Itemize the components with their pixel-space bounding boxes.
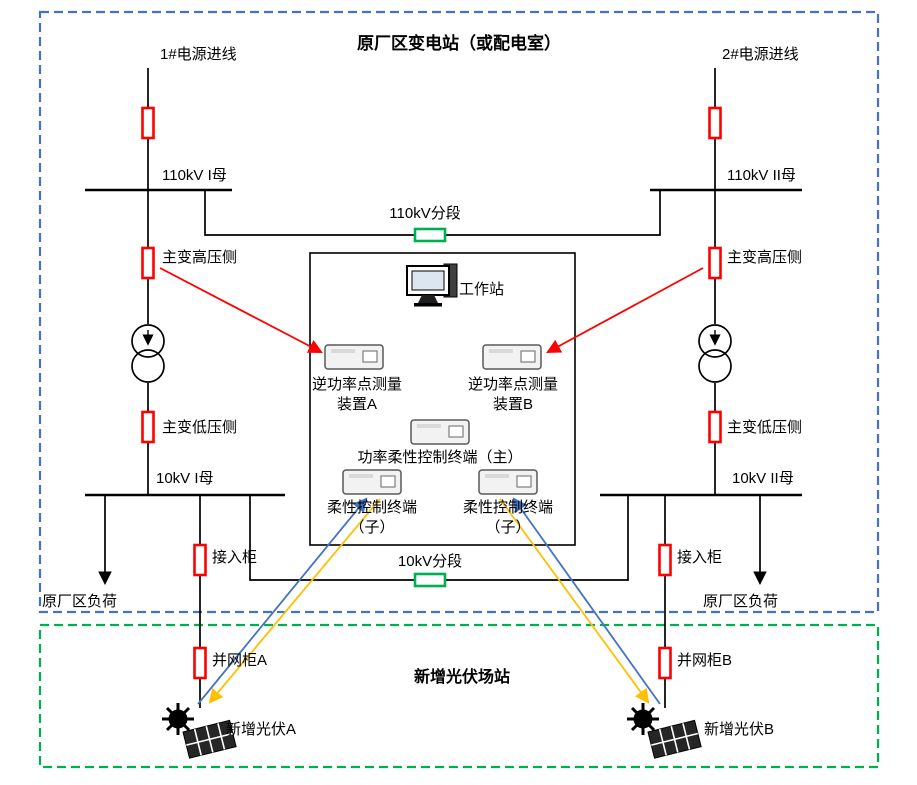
meas-device-a-icon: [324, 344, 384, 370]
lv-side-left-label: 主变低压侧: [162, 419, 238, 436]
pv-b-label: 新增光伏B: [704, 721, 775, 738]
workstation-screen: [411, 270, 445, 291]
control-room-box: [309, 252, 576, 546]
substation-zone-title: 原厂区变电站（或配电室）: [357, 34, 561, 53]
bus-110kv-1-label: 110kV I母: [162, 167, 227, 184]
transformer-left: [131, 324, 165, 383]
workstation-base: [414, 303, 442, 307]
breaker-hv-right: [708, 246, 722, 280]
bus-110kv-2-label: 110kV II母: [727, 167, 796, 184]
slave-terminal-left-label: 柔性控制终端（子）: [326, 499, 417, 536]
workstation-label: 工作站: [459, 281, 505, 298]
sun-icon: [168, 709, 188, 729]
device-panel: [362, 350, 378, 363]
panel-grid: [182, 719, 237, 759]
workstation-icon: [406, 263, 458, 307]
pv-a-label: 新增光伏A: [226, 721, 297, 738]
device-panel: [516, 475, 532, 488]
meas-device-b-icon: [482, 344, 542, 370]
breaker-grid-cabinet-a: [193, 646, 207, 680]
workstation-stand: [418, 295, 438, 303]
device-slot: [331, 349, 355, 353]
section-110kv-label: 110kV分段: [389, 205, 461, 222]
grid-cabinet-a-label: 并网柜A: [212, 652, 268, 669]
control-arrow-blue-left: [197, 497, 368, 705]
measure-arrow-left: [159, 267, 323, 353]
pv-b-icon: [627, 703, 702, 759]
pv-a-icon: [162, 703, 237, 759]
load-right-label: 原厂区负荷: [703, 593, 779, 610]
breakers: [141, 106, 722, 680]
pv-zone-title: 新增光伏场站: [413, 669, 511, 686]
bus-10kv-1-label: 10kV I母: [156, 470, 214, 487]
slave-terminal-left-icon: [342, 469, 402, 495]
hv-side-right-label: 主变高压侧: [727, 249, 803, 266]
panel-grid: [647, 719, 702, 759]
sun-icon: [633, 709, 653, 729]
breaker-hv-left: [141, 246, 155, 280]
substation-zone-border: [38, 10, 880, 614]
lv-side-right-label: 主变低压侧: [727, 419, 803, 436]
transformer-right-lv-winding: [698, 349, 732, 383]
breaker-incoming-2: [708, 106, 722, 140]
load-left-label: 原厂区负荷: [42, 593, 118, 610]
master-terminal-label: 功率柔性控制终端（主）: [357, 449, 523, 466]
device-slot: [349, 474, 373, 478]
transformer-left-hv-winding: [131, 324, 165, 358]
measure-arrow-right: [546, 267, 704, 354]
transformer-right-hv-winding: [698, 324, 732, 358]
device-slot: [485, 474, 509, 478]
section-breaker-110kv: [413, 227, 447, 243]
control-arrow-blue-right: [512, 497, 661, 705]
incoming-line-1-label: 1#电源进线: [160, 46, 237, 63]
bus-10kv-2-label: 10kV II母: [732, 470, 794, 487]
slave-terminal-right-icon: [478, 469, 538, 495]
access-cabinet-right-label: 接入柜: [677, 549, 723, 566]
slave-terminal-right-label: 柔性控制终端（子）: [462, 499, 553, 536]
master-terminal-icon: [410, 419, 470, 445]
breaker-lv-left: [141, 410, 155, 444]
device-panel: [380, 475, 396, 488]
breaker-incoming-1: [141, 106, 155, 140]
breaker-grid-cabinet-b: [658, 646, 672, 680]
control-arrow-orange-left: [208, 498, 381, 704]
breaker-access-cabinet-right: [658, 543, 672, 577]
section-10kv-label: 10kV分段: [397, 553, 463, 570]
hv-side-left-label: 主变高压侧: [162, 249, 238, 266]
incoming-line-2-label: 2#电源进线: [722, 46, 799, 63]
section-breaker-10kv: [413, 572, 447, 588]
breaker-access-cabinet-left: [193, 543, 207, 577]
breaker-lv-right: [708, 410, 722, 444]
device-slot: [417, 424, 441, 428]
control-arrow-orange-right: [499, 498, 650, 704]
transformer-left-lv-winding: [131, 349, 165, 383]
access-cabinet-left-label: 接入柜: [212, 549, 258, 566]
device-panel: [448, 425, 464, 438]
grid-cabinet-b-label: 并网柜B: [677, 652, 733, 669]
meas-device-a-label: 逆功率点测量装置A: [311, 376, 402, 413]
device-panel: [520, 350, 536, 363]
pv-zone-border: [38, 623, 880, 769]
meas-device-b-label: 逆功率点测量装置B: [467, 376, 558, 413]
transformer-right: [698, 324, 732, 383]
device-slot: [489, 349, 513, 353]
